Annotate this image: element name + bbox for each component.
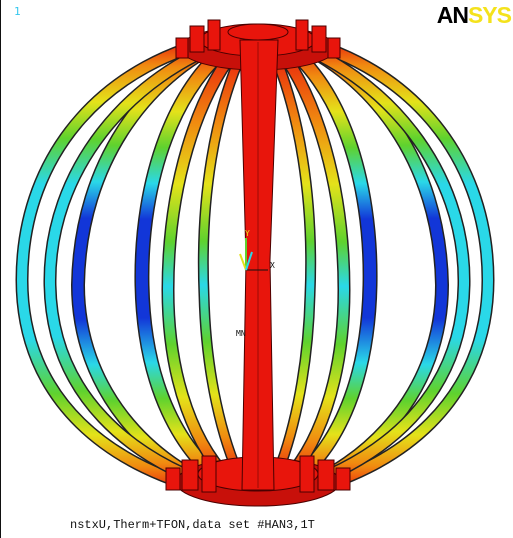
- tf-coil-outer-group: [15, 31, 495, 501]
- plot-title: nstxU,Therm+TFON,data set #HAN3,1T: [70, 518, 315, 532]
- triad-x-label: X: [270, 261, 275, 270]
- window-number-label: 1: [14, 5, 21, 18]
- node-label: MN: [236, 329, 246, 338]
- viewport-border: [0, 0, 1, 538]
- logo-text-an: AN: [436, 2, 469, 28]
- coordinate-triad: Y X MN: [236, 229, 275, 338]
- logo-text-sys: SYS: [467, 2, 512, 28]
- tf-coil-inner-group: [134, 32, 378, 496]
- triad-y-label: Y: [245, 229, 250, 238]
- ansys-logo: ANSYS: [436, 2, 512, 28]
